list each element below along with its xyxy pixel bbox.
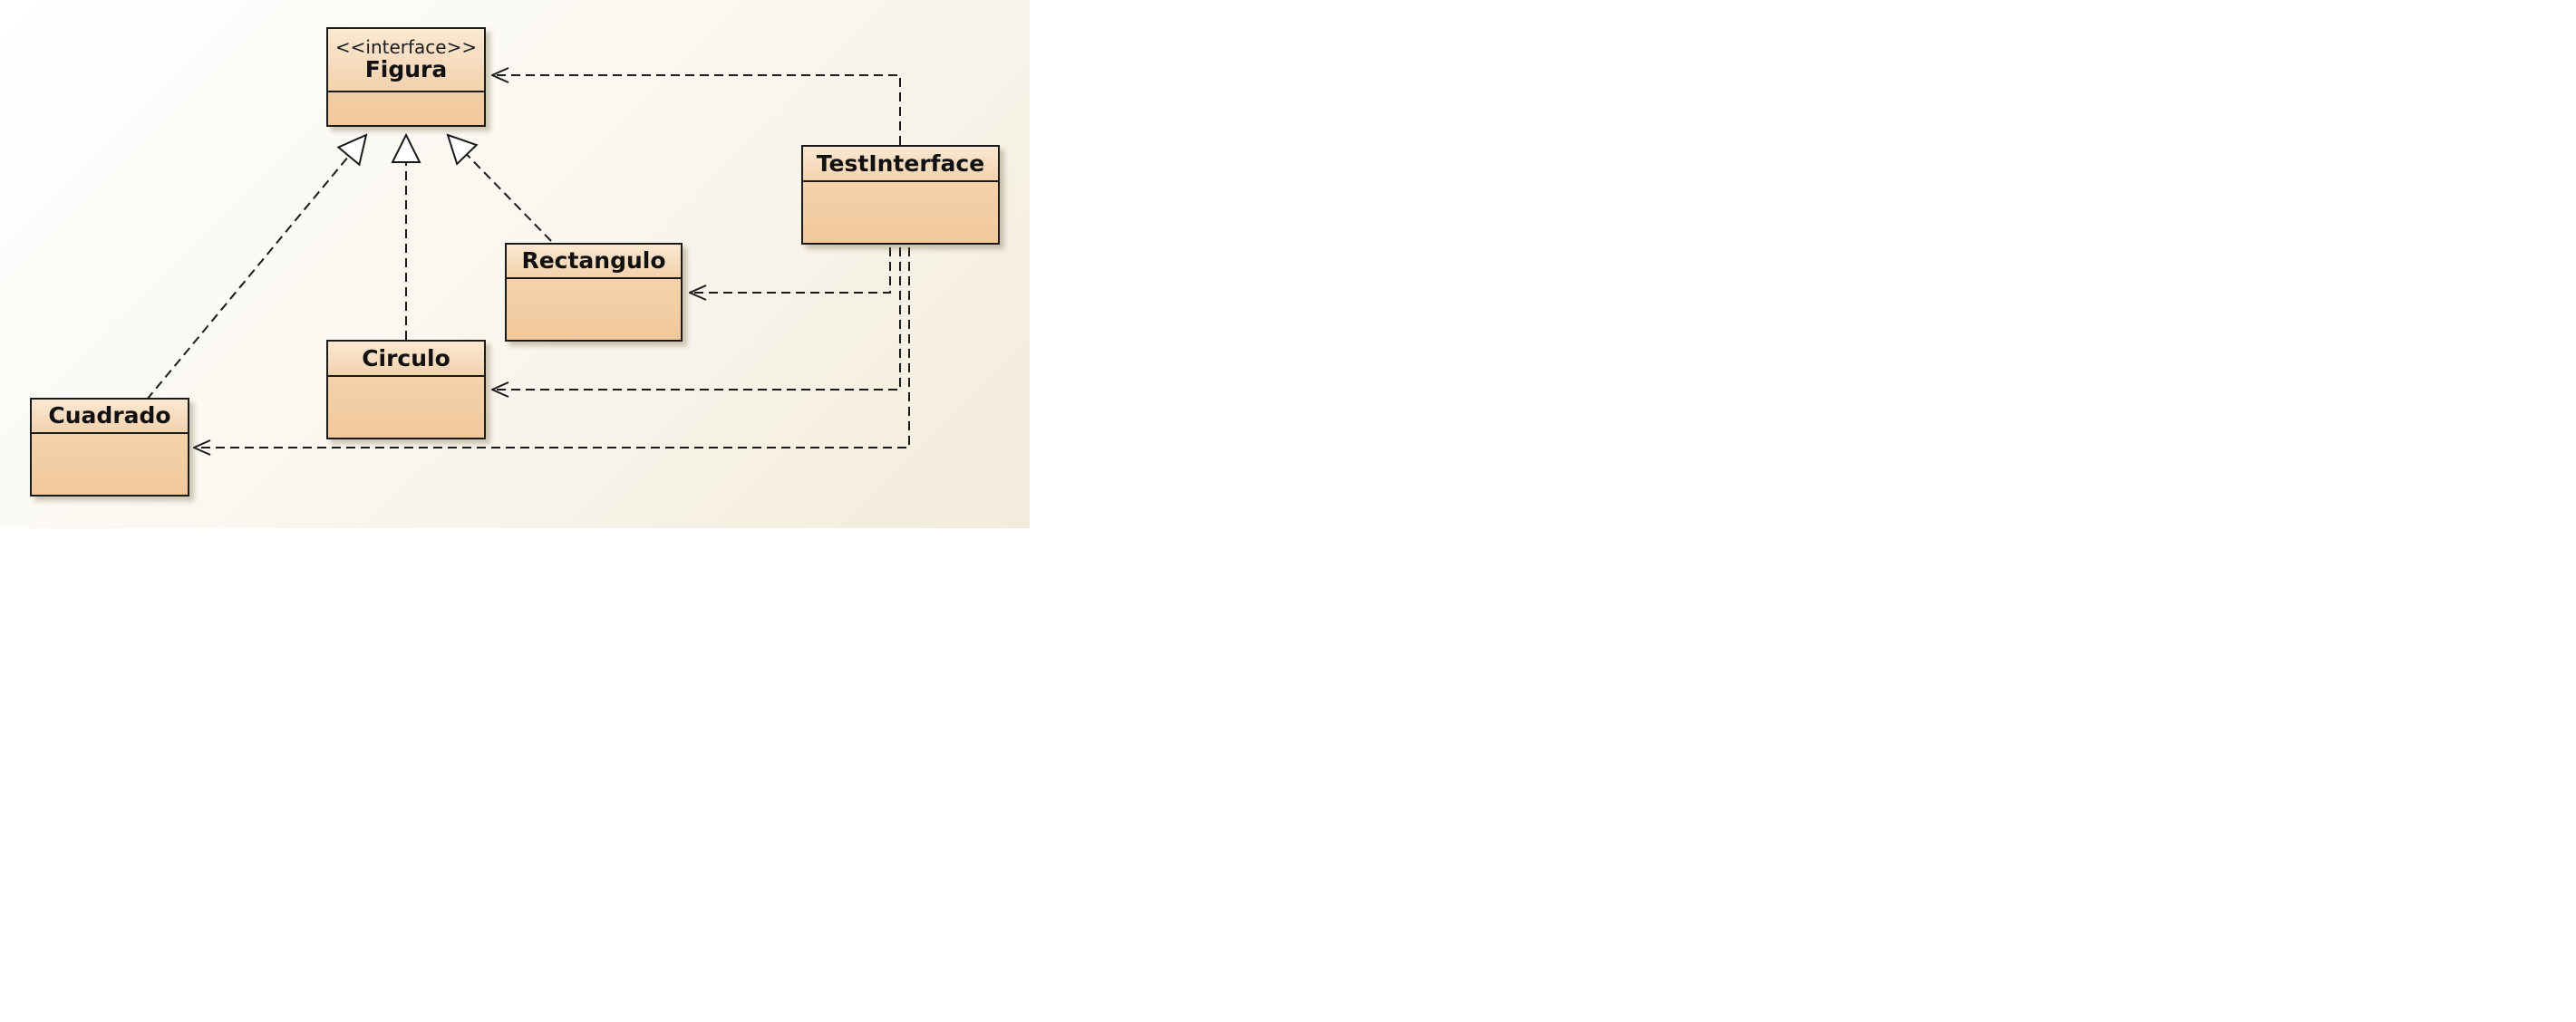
dependency-testinterface-figura [492, 75, 901, 145]
class-circulo-name: Circulo [362, 344, 450, 371]
class-rectangulo[interactable]: Rectangulo [505, 243, 683, 342]
class-testinterface-header: TestInterface [803, 147, 998, 182]
class-testinterface-name: TestInterface [816, 149, 985, 177]
class-figura-name: Figura [364, 56, 448, 82]
class-circulo-header: Circulo [328, 342, 484, 377]
realization-rectangulo-figura [448, 135, 552, 242]
class-figura-header: <<interface>> Figura [328, 29, 484, 92]
uml-diagram-canvas: <<interface>> Figura TestInterface Recta… [0, 0, 1030, 528]
dependency-testinterface-rectangulo [690, 247, 891, 293]
dependency-testinterface-circulo [492, 247, 901, 390]
uml-connectors [146, 0, 910, 528]
class-rectangulo-name: Rectangulo [521, 247, 666, 274]
class-circulo[interactable]: Circulo [326, 340, 486, 439]
class-cuadrado[interactable]: Cuadrado [30, 398, 189, 497]
class-testinterface[interactable]: TestInterface [801, 145, 1000, 245]
class-cuadrado-name: Cuadrado [48, 402, 171, 429]
class-cuadrado-header: Cuadrado [32, 400, 188, 434]
dependency-testinterface-cuadrado [194, 247, 910, 448]
class-figura[interactable]: <<interface>> Figura [326, 27, 486, 127]
interface-stereotype: <<interface>> [334, 36, 478, 58]
class-rectangulo-header: Rectangulo [507, 245, 681, 279]
